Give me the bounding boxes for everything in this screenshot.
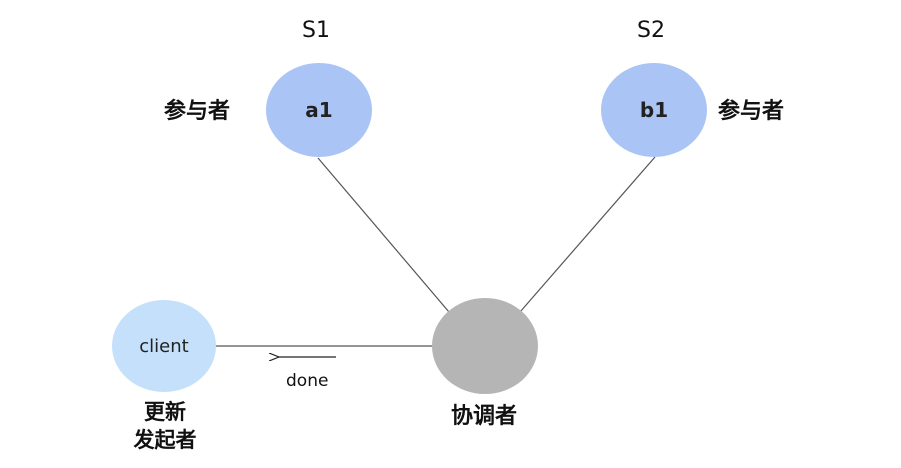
edge-a1-coordinator [317, 157, 450, 313]
client-role-line-1: 更新 [144, 400, 186, 424]
client-role-label: 更新 发起者 [118, 398, 212, 454]
participant-role-label-b1: 参与者 [718, 99, 785, 124]
edge-b1-coordinator [519, 156, 656, 313]
edge-label-done: done [286, 371, 329, 391]
client-node: client [112, 300, 216, 392]
node-label-a1: a1 [305, 98, 333, 122]
server-label-s1: S1 [302, 18, 330, 43]
client-role-line-2: 发起者 [133, 428, 197, 452]
participant-node-a1: a1 [266, 63, 372, 157]
coordinator-role-label: 协调者 [451, 404, 518, 429]
participant-node-b1: b1 [601, 63, 707, 157]
server-label-s2: S2 [637, 18, 665, 43]
participant-role-label-a1: 参与者 [164, 99, 231, 124]
coordinator-node [432, 298, 538, 394]
node-label-b1: b1 [639, 98, 669, 122]
node-label-client: client [139, 335, 189, 357]
